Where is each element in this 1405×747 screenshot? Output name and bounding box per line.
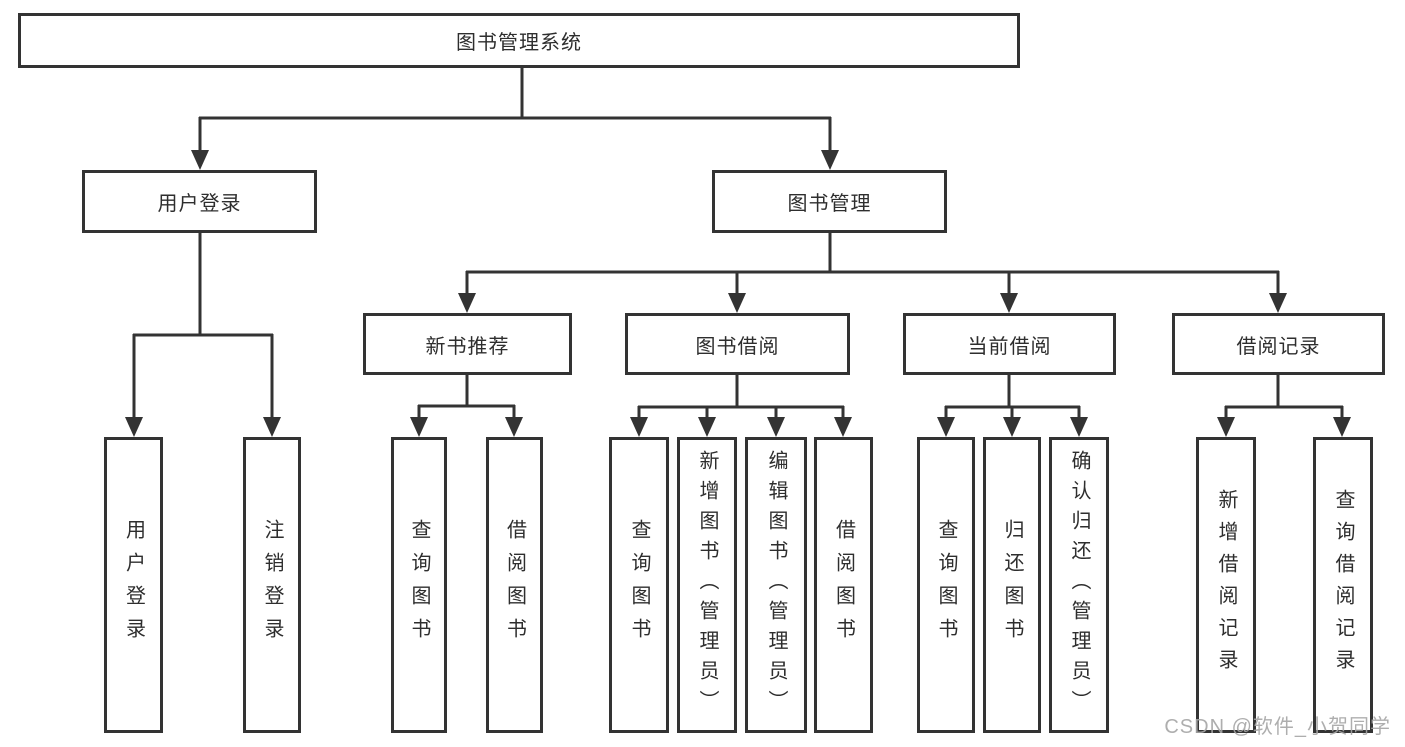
node-label: 新增借阅记录 [1215, 489, 1237, 681]
node-label: 用户登录 [157, 193, 242, 215]
csdn-watermark: CSDN @软件_小贺同学 [1164, 716, 1391, 738]
node-system-root: 图书管理系统 [18, 13, 1020, 68]
node-label: 查询图书 [408, 519, 430, 651]
node-label: 确认归还（管理员） [1068, 450, 1090, 720]
node-current-borrowing: 当前借阅 [903, 313, 1116, 375]
leaf-borrow-books-recommend: 借阅图书 [486, 437, 543, 733]
node-label: 借阅图书 [832, 519, 855, 651]
node-label: 查询图书 [935, 519, 957, 651]
node-label: 新书推荐 [425, 335, 510, 358]
node-label: 新增图书（管理员） [696, 450, 718, 720]
node-label: 查询借阅记录 [1332, 489, 1354, 681]
node-label: 图书管理系统 [456, 32, 582, 54]
leaf-query-books-current: 查询图书 [917, 437, 975, 733]
node-label: 借阅图书 [503, 519, 526, 651]
leaf-query-books-recommend: 查询图书 [391, 437, 447, 733]
node-label: 图书管理 [787, 193, 872, 215]
node-label: 借阅记录 [1236, 335, 1321, 358]
leaf-edit-books-admin: 编辑图书（管理员） [745, 437, 807, 733]
node-book-management: 图书管理 [712, 170, 947, 233]
node-label: 图书借阅 [695, 335, 780, 358]
leaf-confirm-return-admin: 确认归还（管理员） [1049, 437, 1109, 733]
node-label: 用户登录 [122, 519, 145, 651]
node-label: 当前借阅 [967, 335, 1052, 358]
leaf-add-borrow-record: 新增借阅记录 [1196, 437, 1256, 733]
leaf-add-books-admin: 新增图书（管理员） [677, 437, 737, 733]
node-label: 注销登录 [261, 519, 283, 651]
node-user-login-group: 用户登录 [82, 170, 317, 233]
node-borrowing-records: 借阅记录 [1172, 313, 1385, 375]
leaf-query-borrow-record: 查询借阅记录 [1313, 437, 1373, 733]
node-label: 归还图书 [1001, 519, 1023, 651]
leaf-user-login: 用户登录 [104, 437, 163, 733]
leaf-query-books-borrowing: 查询图书 [609, 437, 669, 733]
node-new-book-recommend: 新书推荐 [363, 313, 572, 375]
node-book-borrowing: 图书借阅 [625, 313, 850, 375]
leaf-return-books: 归还图书 [983, 437, 1041, 733]
leaf-logout: 注销登录 [243, 437, 301, 733]
node-label: 编辑图书（管理员） [765, 450, 787, 720]
node-label: 查询图书 [628, 519, 650, 651]
leaf-borrow-books: 借阅图书 [814, 437, 873, 733]
